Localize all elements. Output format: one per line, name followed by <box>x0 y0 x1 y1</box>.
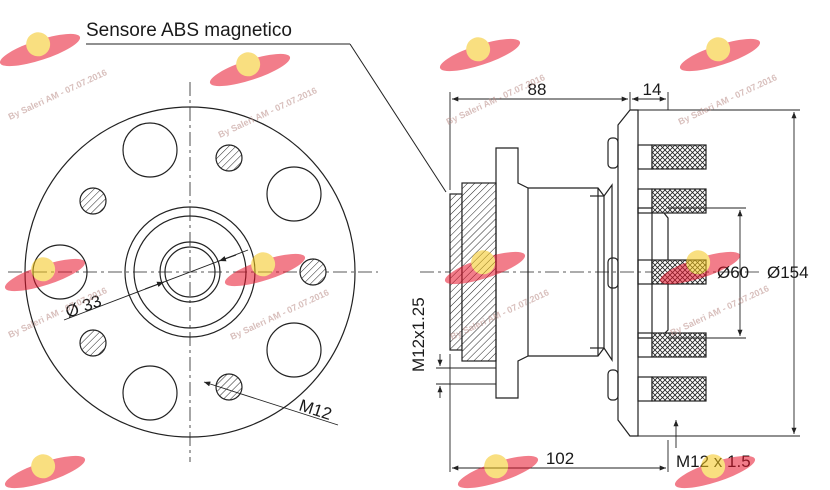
bolt-hole <box>299 258 327 286</box>
bolt-hole <box>215 144 243 172</box>
bolt-leader-line <box>203 381 339 426</box>
abs-sensor-callout: Sensore ABS magnetico <box>86 20 292 41</box>
watermark-logo <box>457 454 539 489</box>
hub-spline-outer <box>159 241 221 303</box>
abs-callout-leader <box>86 43 447 193</box>
bore-arrow-b <box>144 281 165 290</box>
watermark-text: By Saleri AM - 07.07.2016 <box>669 283 771 338</box>
flange-boss <box>607 369 619 401</box>
watermark-text: By Saleri AM - 07.07.2016 <box>677 72 779 127</box>
wheel-stud-thread <box>651 376 707 402</box>
hub-neck <box>603 183 613 362</box>
watermark-logo <box>4 257 86 292</box>
flange-boss <box>607 257 619 289</box>
dim-154-label: Ø154 <box>767 263 809 282</box>
front-view <box>8 82 378 462</box>
wheel-stud <box>637 332 653 358</box>
dim-102-label: 102 <box>546 449 574 468</box>
wheel-stud <box>637 144 653 170</box>
watermark-text: By Saleri AM - 07.07.2016 <box>7 67 109 122</box>
bolt-hole <box>215 373 243 401</box>
flange-hole <box>266 166 322 222</box>
bolt-hole <box>79 187 107 215</box>
flange-outer-circle <box>24 106 356 438</box>
flange-hole <box>122 365 178 421</box>
hub-bore <box>164 246 216 298</box>
watermark-logo <box>659 250 741 285</box>
watermark-logo <box>444 250 526 285</box>
watermark-logo <box>674 454 756 489</box>
watermark-logo <box>439 37 521 72</box>
watermark-logo <box>679 37 761 72</box>
flange-boss <box>607 137 619 169</box>
bore-arrow-a <box>218 254 237 262</box>
dim-14-label: 14 <box>643 80 662 99</box>
flange-hole <box>266 322 322 378</box>
bearing-body <box>528 187 605 357</box>
wheel-stud-thread <box>651 332 707 358</box>
mounting-flange <box>495 147 529 399</box>
watermark-logo <box>0 32 81 67</box>
dim-88-label: 88 <box>528 80 547 99</box>
bolt-hole <box>79 329 107 357</box>
watermark-logo <box>4 454 86 489</box>
wheel-stud <box>637 376 653 402</box>
watermark-text: By Saleri AM - 07.07.2016 <box>445 72 547 127</box>
watermark-logo <box>224 252 306 287</box>
thread-bearing-label: M12x1.25 <box>409 297 428 372</box>
wheel-flange <box>617 109 639 437</box>
bolt-thread-label: M12 <box>297 396 334 424</box>
wheel-stud <box>637 188 653 214</box>
wheel-stud-thread <box>651 144 707 170</box>
wheel-stud-thread <box>651 188 707 214</box>
watermark-logo <box>209 52 291 87</box>
flange-hole <box>122 122 178 178</box>
